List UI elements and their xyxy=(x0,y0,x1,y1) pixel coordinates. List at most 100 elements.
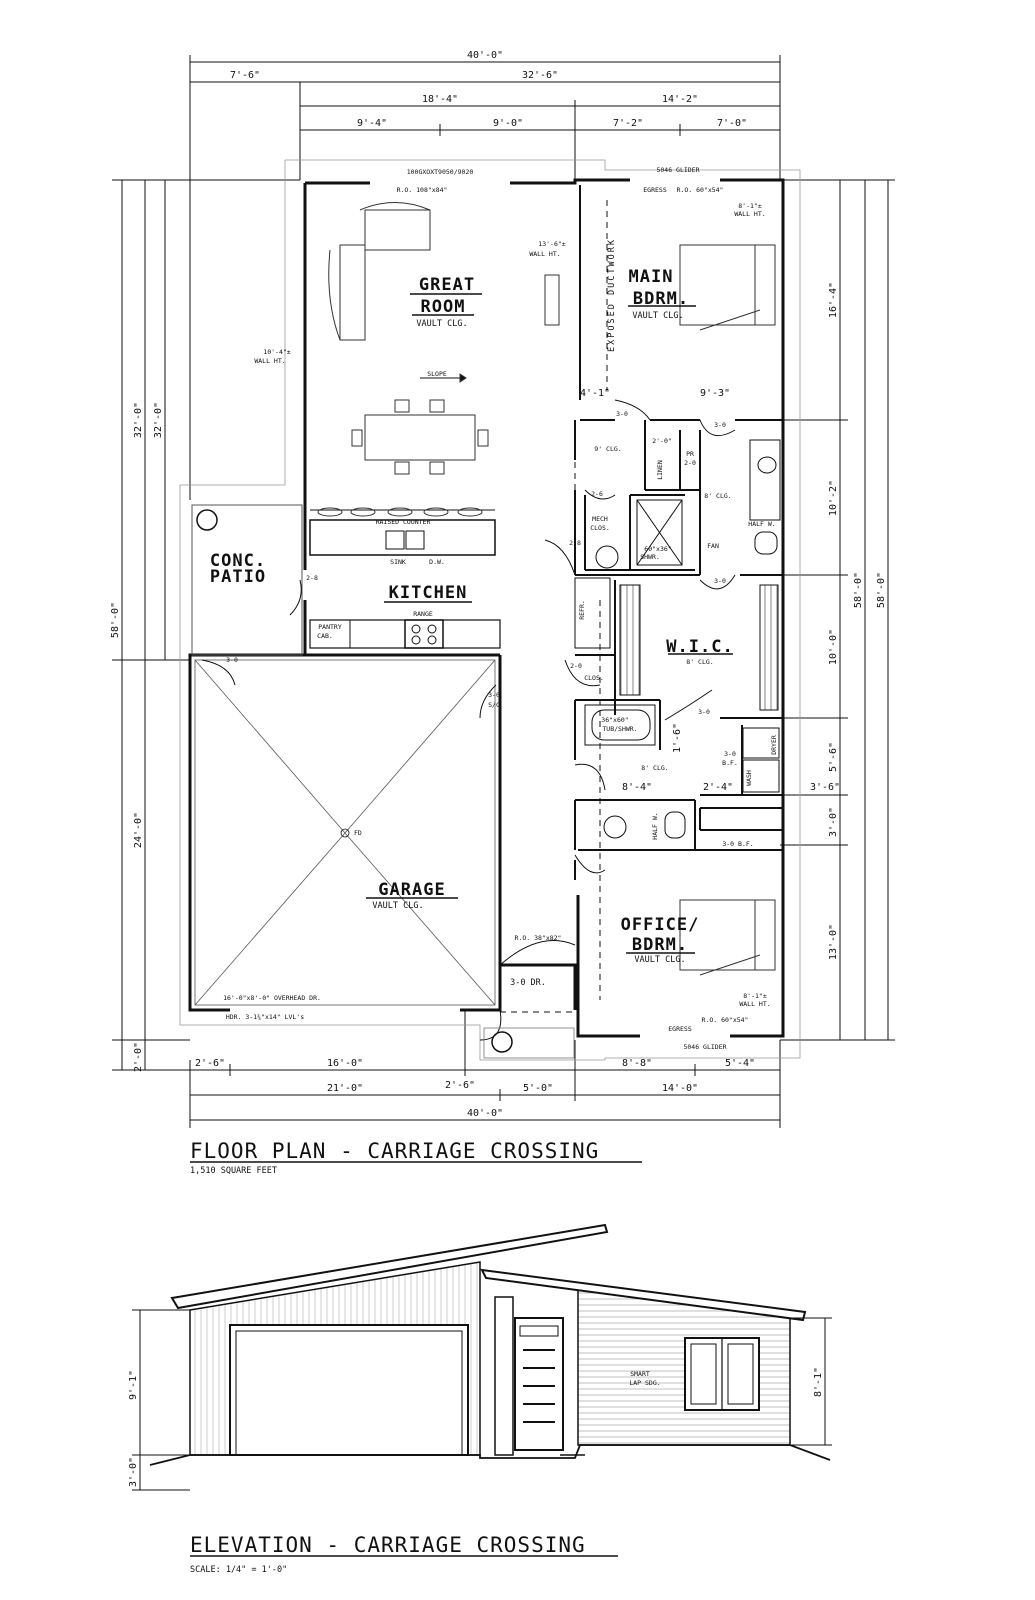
note-top-window: 100GXOXT9050/9020 xyxy=(407,168,474,176)
bar-stools xyxy=(317,507,483,517)
note-pantry-2: CAB. xyxy=(317,632,333,640)
dim-int-8-4: 8'-4" xyxy=(622,782,652,793)
note-clg-8a: 8' CLG. xyxy=(704,492,731,500)
interior-walls xyxy=(309,185,783,880)
note-door-3-0d: 3-0 xyxy=(714,421,726,429)
dim-top-overall: 40'-0" xyxy=(467,50,503,61)
dim-int-3-6: 3'-6" xyxy=(810,782,840,793)
elevation-title: ELEVATION - CARRIAGE CROSSING xyxy=(190,1533,586,1557)
room-wic-sub: 8' CLG. xyxy=(686,658,713,666)
note-wall-ht-great-2: WALL HT. xyxy=(529,250,560,258)
elev-dim-3-0: 3'-0" xyxy=(128,1457,139,1487)
note-wall-ht-office: 8'-1"± xyxy=(743,992,767,1000)
note-bf-2: 3-0 B.F. xyxy=(722,840,753,848)
room-office-1: OFFICE/ xyxy=(621,915,700,935)
room-patio-1: CONC. xyxy=(210,551,266,571)
note-door-2-8b: 2-8 xyxy=(569,539,581,547)
note-tub-2: TUB/SHWR. xyxy=(602,725,637,733)
room-kitchen: KITCHEN xyxy=(389,583,468,603)
exterior-walls xyxy=(188,178,785,1038)
dim-left-32a: 32'-0" xyxy=(133,402,144,438)
note-half-wall-2: HALF W. xyxy=(651,812,659,839)
note-clg-8b: 8' CLG. xyxy=(641,764,668,772)
note-exposed-ductwork: EXPOSED DUCTWORK xyxy=(607,238,617,352)
note-door-3-0-dr: 3-0 DR. xyxy=(510,978,546,988)
note-wall-ht-great: 13'-6"± xyxy=(538,240,565,248)
dim-right-outer: 58'-0" xyxy=(876,572,887,608)
note-fd: FD xyxy=(354,829,362,837)
dim-int-2-4: 2'-4" xyxy=(703,782,733,793)
dim-bot-2-6b: 2'-6" xyxy=(445,1080,475,1091)
note-ro-bottom-right: R.O. 60"x54" xyxy=(702,1016,749,1024)
elev-dim-9-1: 9'-1" xyxy=(128,1370,139,1400)
dim-bot-14: 14'-0" xyxy=(662,1083,698,1094)
note-door-3-0c: 3-0 xyxy=(616,410,628,418)
dim-right-13-0: 13'-0" xyxy=(828,924,839,960)
room-wic: W.I.C. xyxy=(666,637,733,657)
dimension-text: 40'-0" 7'-6" 32'-6" 18'-4" 14'-2" 9'-4" … xyxy=(110,50,887,1119)
scale-label: SCALE: 1/4" = 1'-0" xyxy=(190,1565,287,1575)
note-fan: FAN xyxy=(707,542,719,550)
note-sink: SINK xyxy=(390,558,406,566)
dim-left-32b: 32'-0" xyxy=(153,402,164,438)
note-ro-top-right: R.O. 60"x54" xyxy=(677,186,724,194)
dim-seg-3: 7'-2" xyxy=(613,118,643,129)
dim-bot-overall: 40'-0" xyxy=(467,1108,503,1119)
room-main-2: BDRM. xyxy=(633,289,689,309)
note-mech-1: MECH xyxy=(592,515,608,523)
roof-outline xyxy=(179,159,801,1061)
note-wall-ht-office-2: WALL HT. xyxy=(739,1000,770,1008)
dim-right-5-6: 5'-6" xyxy=(828,742,839,772)
note-smart-2: LAP SDG. xyxy=(629,1379,660,1387)
dim-bot-5-4: 5'-4" xyxy=(725,1058,755,1069)
note-clos: CLOS. xyxy=(584,674,604,682)
note-linen: LINEN xyxy=(656,460,664,480)
room-great-1: GREAT xyxy=(419,275,475,295)
note-wall-ht-main-2: WALL HT. xyxy=(734,210,765,218)
dim-left-24: 24'-0" xyxy=(133,812,144,848)
dim-seg-2: 9'-0" xyxy=(493,118,523,129)
garage-slab xyxy=(194,659,496,1006)
room-garage-sub: VAULT CLG. xyxy=(372,901,423,911)
note-pantry-1: PANTRY xyxy=(318,623,342,631)
dim-int-2-0: 2'-0" xyxy=(652,437,672,445)
note-wall-ht-left: 10'-4"± xyxy=(263,348,290,356)
note-egress-bottom: EGRESS xyxy=(668,1025,692,1033)
note-half-wall: HALF W. xyxy=(748,520,775,528)
note-dw: D.W. xyxy=(429,558,445,566)
patio-outline xyxy=(191,504,303,656)
room-main-1: MAIN xyxy=(629,267,674,287)
room-office-2: BDRM. xyxy=(632,935,688,955)
closet-rods xyxy=(619,584,779,711)
room-labels: GREAT ROOM VAULT CLG. MAIN BDRM. VAULT C… xyxy=(210,267,733,965)
floor-plan-title: FLOOR PLAN - CARRIAGE CROSSING xyxy=(190,1139,599,1163)
dim-top-mid-right: 14'-2" xyxy=(662,94,698,105)
room-great-sub: VAULT CLG. xyxy=(416,319,467,329)
room-great-2: ROOM xyxy=(421,297,466,317)
room-main-sub: VAULT CLG. xyxy=(632,311,683,321)
hose-bib-circle xyxy=(491,1031,513,1053)
note-door-2-0: 2-0 xyxy=(570,662,582,670)
dim-int-4-1: 4'-1" xyxy=(580,388,610,399)
dim-seg-1: 9'-4" xyxy=(357,118,387,129)
note-sc: S/C xyxy=(488,701,500,709)
note-pr: PR xyxy=(686,450,694,458)
elevation-dimensions xyxy=(132,1309,832,1491)
dim-top-right: 32'-6" xyxy=(522,70,558,81)
square-feet-label: 1,510 SQUARE FEET xyxy=(190,1166,277,1176)
dim-bot-5: 5'-0" xyxy=(523,1083,553,1094)
note-door-2-8: 2-8 xyxy=(306,574,318,582)
note-dryer: DRYER xyxy=(770,735,778,755)
note-wall-ht-main: 8'-1"± xyxy=(738,202,762,210)
note-raised-counter: RAISED COUNTER xyxy=(376,518,431,526)
dim-bot-8-8: 8'-8" xyxy=(622,1058,652,1069)
note-top-ro: R.O. 108"x84" xyxy=(397,186,448,194)
room-office-sub: VAULT CLG. xyxy=(634,955,685,965)
dim-right-58: 58'-0" xyxy=(853,572,864,608)
room-label-underlines xyxy=(366,293,733,954)
note-wash: WASH xyxy=(745,770,753,786)
note-overhead: 16'-0"x8'-0" OVERHEAD DR. xyxy=(223,994,321,1002)
bath-fixtures xyxy=(584,439,781,839)
dim-bot-2-6a: 2'-6" xyxy=(195,1058,225,1069)
note-door-3-0b: 3-0 xyxy=(488,691,500,699)
